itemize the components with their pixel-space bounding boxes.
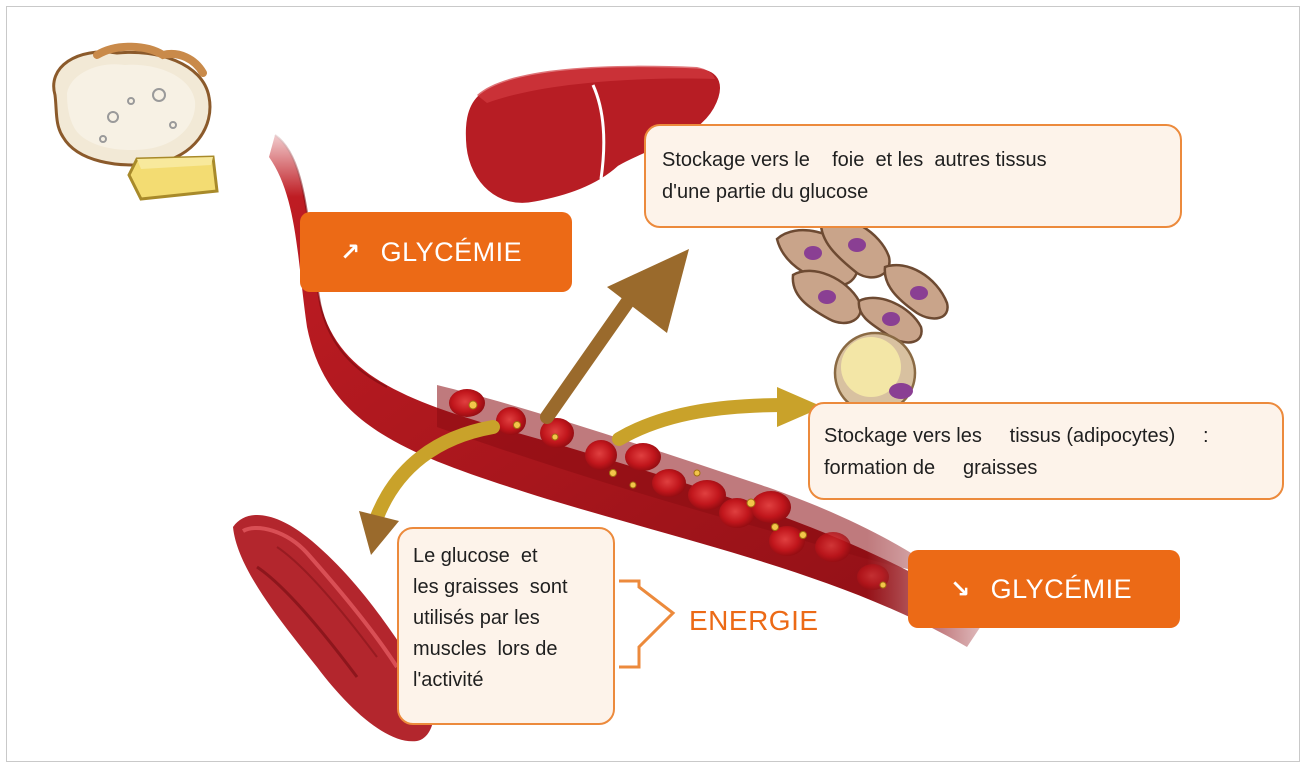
muscle-callout-line-1: Le glucose et [413, 545, 538, 567]
arrow-down-right-icon: ↘ [950, 575, 971, 604]
cheese-illustration [129, 157, 217, 199]
glycemia-high-label: GLYCÉMIE [381, 237, 523, 268]
arrow-to-fat [619, 387, 823, 439]
energy-arrow-outline [619, 581, 673, 667]
diagram-artwork [7, 7, 1299, 761]
glycemia-low-badge: ↘ GLYCÉMIE [908, 550, 1180, 628]
fat-callout-line-1: Stockage vers les tissus (adipocytes) : [824, 425, 1209, 447]
glycemia-high-badge: ↗ GLYCÉMIE [300, 212, 572, 292]
arrow-up-right-icon: ↗ [340, 238, 361, 267]
diagram-frame: ↗ GLYCÉMIE ↘ GLYCÉMIE Stockage vers le f… [6, 6, 1300, 762]
muscle-callout-line-4: muscles lors de [413, 638, 558, 660]
liver-storage-callout: Stockage vers le foie et les autres tiss… [644, 124, 1182, 228]
liver-callout-line-1: Stockage vers le foie et les autres tiss… [662, 149, 1047, 171]
muscle-callout-line-3: utilisés par les [413, 607, 540, 629]
muscle-callout-line-2: les graisses sont [413, 576, 568, 598]
muscle-callout-line-5: l'activité [413, 669, 484, 691]
fat-callout-line-2: formation de graisses [824, 457, 1037, 479]
fat-storage-callout: Stockage vers les tissus (adipocytes) : … [808, 402, 1284, 500]
glycemia-low-label: GLYCÉMIE [991, 574, 1133, 605]
tissue-cells [777, 217, 948, 342]
liver-callout-line-2: d'une partie du glucose [662, 181, 868, 203]
bread-illustration [54, 47, 210, 165]
adipocyte-cell [835, 333, 915, 413]
muscle-usage-callout: Le glucose et les graisses sont utilisés… [397, 527, 615, 725]
energy-label: ENERGIE [689, 605, 819, 637]
